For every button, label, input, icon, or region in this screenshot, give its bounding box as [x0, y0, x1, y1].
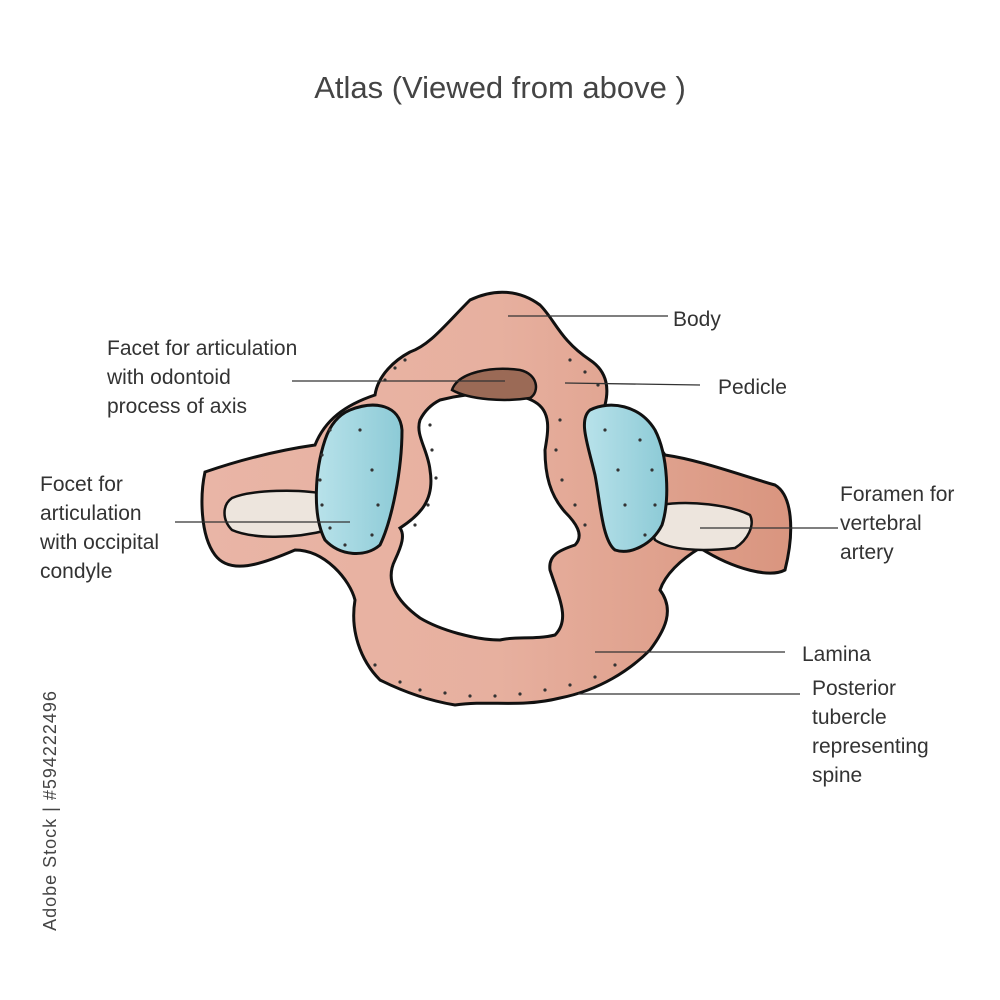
stock-watermark-id: Adobe Stock | #594222496	[39, 690, 60, 931]
label-posterior-tubercle: Posterior tubercle representing spine	[812, 677, 929, 787]
right-occipital-facet	[582, 403, 669, 553]
leader-pedicle	[564, 382, 701, 386]
odontoid-facet	[450, 367, 538, 402]
label-foramen: Foramen for vertebral artery	[840, 483, 955, 564]
label-facet-occipital: Focet for articulation with occipital co…	[40, 473, 160, 583]
label-body: Body	[673, 308, 721, 331]
stipple-dots	[318, 358, 657, 698]
right-vertebral-foramen	[651, 501, 753, 552]
label-facet-odontoid: Facet for articulation with odontoid pro…	[107, 337, 298, 418]
vertebral-foramen	[389, 392, 581, 642]
diagram-title: Atlas (Viewed from above )	[314, 70, 686, 105]
left-occipital-facet	[314, 403, 404, 556]
label-pedicle: Pedicle	[718, 376, 787, 399]
label-lamina: Lamina	[802, 643, 871, 666]
leader-lines	[175, 315, 838, 695]
